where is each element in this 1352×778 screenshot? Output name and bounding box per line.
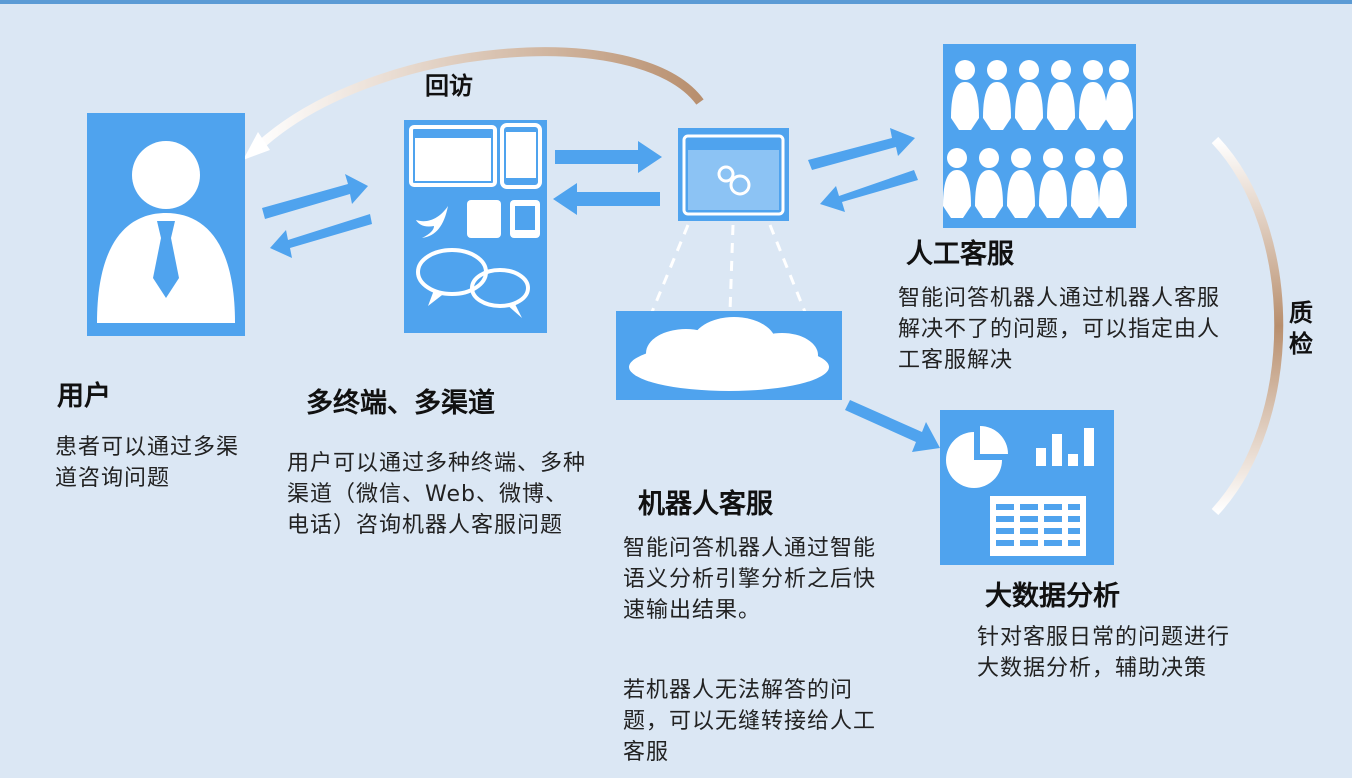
callback-arrowhead: [243, 132, 270, 160]
beam-line: [650, 224, 690, 313]
arrow-channels-to-robot: [555, 141, 662, 173]
beam-line: [728, 224, 735, 313]
top-border: [0, 0, 1352, 4]
human-description: 智能问答机器人通过机器人客服解决不了的问题，可以指定由人工客服解决: [898, 286, 1221, 374]
callback-curve: [251, 47, 704, 154]
robot-description: 智能问答机器人通过智能语义分析引擎分析之后快速输出结果。: [623, 536, 877, 624]
bigdata-tile: [940, 410, 1114, 565]
robot-title: 机器人客服: [638, 489, 773, 520]
devices-icon: [409, 123, 542, 318]
human-title: 人工客服: [906, 239, 1014, 270]
cloud-tile: [616, 311, 842, 400]
cloud-icon: [629, 317, 829, 391]
arrow-channels-to-user: [270, 214, 372, 258]
bigdata-description: 针对客服日常的问题进行大数据分析，辅助决策: [977, 625, 1231, 682]
channels-description: 用户可以通过多种终端、多种渠道（微信、Web、微博、电话）咨询机器人客服问题: [287, 451, 587, 539]
channels-title: 多终端、多渠道: [306, 388, 495, 419]
robot-tile: [678, 128, 789, 221]
user-tile: [87, 113, 245, 336]
arrow-user-to-channels: [262, 174, 368, 219]
bigdata-title: 大数据分析: [985, 581, 1120, 612]
gear-window-icon: [682, 134, 785, 216]
arrow-human-to-robot: [820, 170, 918, 212]
user-description: 患者可以通过多渠道咨询问题: [55, 435, 240, 492]
analytics-icon: [946, 426, 1094, 556]
arrow-robot-to-human: [808, 128, 915, 170]
crowd-icon: [943, 60, 1133, 218]
callback-label: 回访: [425, 72, 473, 100]
user-title: 用户: [57, 381, 111, 412]
robot-description-2: 若机器人无法解答的问题，可以无缝转接给人工客服: [623, 678, 877, 766]
quality-curve: [1211, 136, 1284, 516]
user-silhouette-icon: [97, 141, 235, 323]
arrow-cloud-to-bigdata: [845, 400, 940, 452]
human-tile: [943, 44, 1136, 228]
beam-line: [768, 224, 807, 313]
channels-tile: [404, 120, 547, 333]
arrow-robot-to-channels: [553, 183, 660, 215]
quality-label: 质检: [1289, 299, 1313, 359]
